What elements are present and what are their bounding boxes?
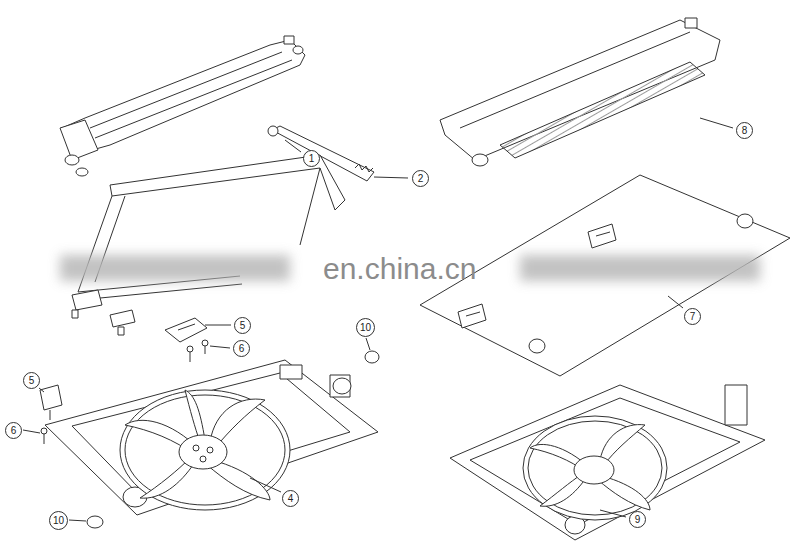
- callout-number: 5: [23, 372, 40, 389]
- callout-number: 5: [234, 317, 251, 334]
- callout-number: 8: [736, 122, 753, 139]
- callout-number: 6: [5, 422, 22, 439]
- callout-number: 2: [412, 170, 429, 187]
- watermark: en.china.cn: [323, 252, 476, 285]
- callout-number: 9: [629, 511, 646, 528]
- callout-number: 7: [684, 308, 701, 325]
- callout-number: 1: [303, 150, 320, 167]
- callout-number: 10: [356, 318, 375, 337]
- callout-number: 6: [233, 340, 250, 357]
- callout-number: 4: [282, 490, 299, 507]
- callout-number: 10: [49, 511, 68, 530]
